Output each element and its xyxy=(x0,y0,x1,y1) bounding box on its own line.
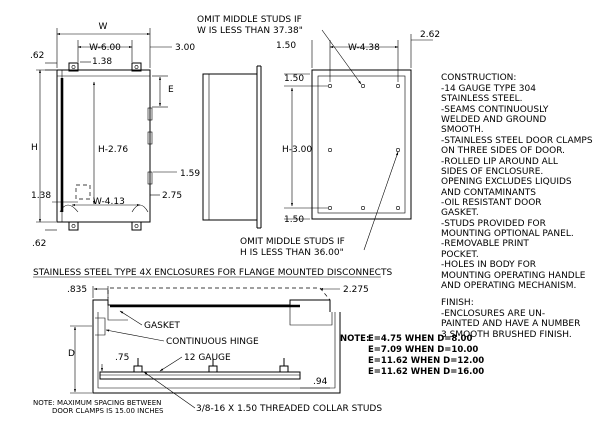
dim-w: W xyxy=(99,22,108,32)
finish-title: FINISH: xyxy=(441,298,474,308)
omit-bot-1: OMIT MIDDLE STUDS IF xyxy=(240,237,345,247)
front-dimensions: W W-6.00 3.00 .62 1.38 E H H-2.76 1.59 1… xyxy=(30,22,200,249)
e-note-line-2: E=7.09 WHEN D=10.00 xyxy=(368,345,478,355)
construction-line: -HOLES IN BODY FOR xyxy=(441,260,536,270)
front-view xyxy=(56,62,153,231)
construction-line: -REMOVABLE PRINT xyxy=(441,239,529,249)
dim-300: 3.00 xyxy=(175,43,195,53)
e-note-line-3: E=11.62 WHEN D=12.00 xyxy=(368,356,484,366)
omit-top-2: W IS LESS THAN 37.38" xyxy=(197,26,303,36)
dim-138-bot: 1.38 xyxy=(31,191,51,201)
front-body xyxy=(56,69,151,223)
construction-line: -OIL RESISTANT DOOR xyxy=(441,198,542,208)
section-dimensions: .835 2.275 GASKET CONTINUOUS HINGE D .75… xyxy=(33,285,382,415)
construction-line: STAINLESS STEEL. xyxy=(441,94,523,104)
dim-275: 2.75 xyxy=(162,191,182,201)
dim-138-top: 1.38 xyxy=(92,57,112,67)
construction-line: -14 GAUGE TYPE 304 xyxy=(441,84,536,94)
dim-e: E xyxy=(168,85,174,95)
construction-line: AND CONTAMINANTS xyxy=(441,188,536,198)
dim-0835: .835 xyxy=(67,285,87,295)
label-studs: 3/8-16 X 1.50 THREADED COLLAR STUDS xyxy=(196,404,382,414)
construction-line: -SEAMS CONTINUOUSLY xyxy=(441,105,549,115)
dim-w438: W-4.38 xyxy=(348,43,380,53)
dim-159: 1.59 xyxy=(180,169,200,179)
dim-d: D xyxy=(68,349,75,359)
construction-line: MOUNTING OPTIONAL PANEL. xyxy=(441,229,574,239)
omit-bot-2: H IS LESS THAN 36.00" xyxy=(240,248,344,258)
finish-line: -ENCLOSURES ARE UN- xyxy=(441,309,545,319)
construction-line: SMOOTH. xyxy=(441,125,484,135)
omit-top-1: OMIT MIDDLE STUDS IF xyxy=(197,15,302,25)
construction-line: ON THREE SIDES OF DOOR. xyxy=(441,146,565,156)
construction-title: CONSTRUCTION: xyxy=(441,73,516,83)
construction-line: -STAINLESS STEEL DOOR CLAMPS xyxy=(441,136,593,146)
construction-line: AND OPERATING MECHANISM. xyxy=(441,281,576,291)
dim-062-top: .62 xyxy=(30,51,44,61)
dim-262: 2.62 xyxy=(420,30,440,40)
dim-075: .75 xyxy=(115,353,129,363)
e-note-label: NOTE: xyxy=(340,334,369,344)
finish-notes: FINISH: -ENCLOSURES ARE UN- PAINTED AND … xyxy=(441,298,580,340)
dim-150-a: 1.50 xyxy=(284,74,304,84)
finish-line: PAINTED AND HAVE A NUMBER xyxy=(441,319,580,329)
construction-notes: CONSTRUCTION: -14 GAUGE TYPE 304 STAINLE… xyxy=(441,73,593,291)
construction-line: WELDED AND GROUND xyxy=(441,115,546,125)
label-gauge: 12 GAUGE xyxy=(184,353,231,363)
section-title: STAINLESS STEEL TYPE 4X ENCLOSURES FOR F… xyxy=(33,268,392,278)
side-view xyxy=(202,65,262,229)
label-hinge: CONTINUOUS HINGE xyxy=(166,337,259,347)
side-body xyxy=(202,73,258,221)
finish-line: 3 SMOOTH BRUSHED FINISH. xyxy=(441,330,572,340)
construction-line: MOUNTING OPERATING HANDLE xyxy=(441,271,586,281)
back-view xyxy=(311,69,412,220)
dim-2275: 2.275 xyxy=(343,285,369,295)
dim-w413: W-4.13 xyxy=(93,197,125,207)
dim-150-b: 1.50 xyxy=(284,215,304,225)
spacing-note-1: NOTE: MAXIMUM SPACING BETWEEN xyxy=(33,399,161,407)
back-body xyxy=(311,69,412,220)
e-note-line-4: E=11.62 WHEN D=16.00 xyxy=(368,367,484,377)
dim-h: H xyxy=(31,143,38,153)
e-note: NOTE: E=4.75 WHEN D=8.00 E=7.09 WHEN D=1… xyxy=(340,334,484,377)
construction-line: GASKET. xyxy=(441,208,479,218)
dim-h300: H-3.00 xyxy=(282,145,312,155)
construction-line: SIDES OF ENCLOSURE. xyxy=(441,167,543,177)
dim-062-bot: .62 xyxy=(32,239,46,249)
dim-w600: W-6.00 xyxy=(89,43,121,53)
dim-094: .94 xyxy=(313,377,328,387)
e-note-line-1: E=4.75 WHEN D=8.00 xyxy=(368,334,472,344)
spacing-note-2: DOOR CLAMPS IS 15.00 INCHES xyxy=(52,407,164,415)
construction-line: OPENING EXCLUDES LIQUIDS xyxy=(441,177,572,187)
construction-line: -STUDS PROVIDED FOR xyxy=(441,219,546,229)
dim-h276: H-2.76 xyxy=(98,145,128,155)
construction-line: -ROLLED LIP AROUND ALL xyxy=(441,157,558,167)
label-gasket: GASKET xyxy=(144,321,180,331)
back-dimensions: OMIT MIDDLE STUDS IF W IS LESS THAN 37.3… xyxy=(197,15,440,258)
dim-150-top: 1.50 xyxy=(276,41,296,51)
construction-line: POCKET. xyxy=(441,250,479,260)
